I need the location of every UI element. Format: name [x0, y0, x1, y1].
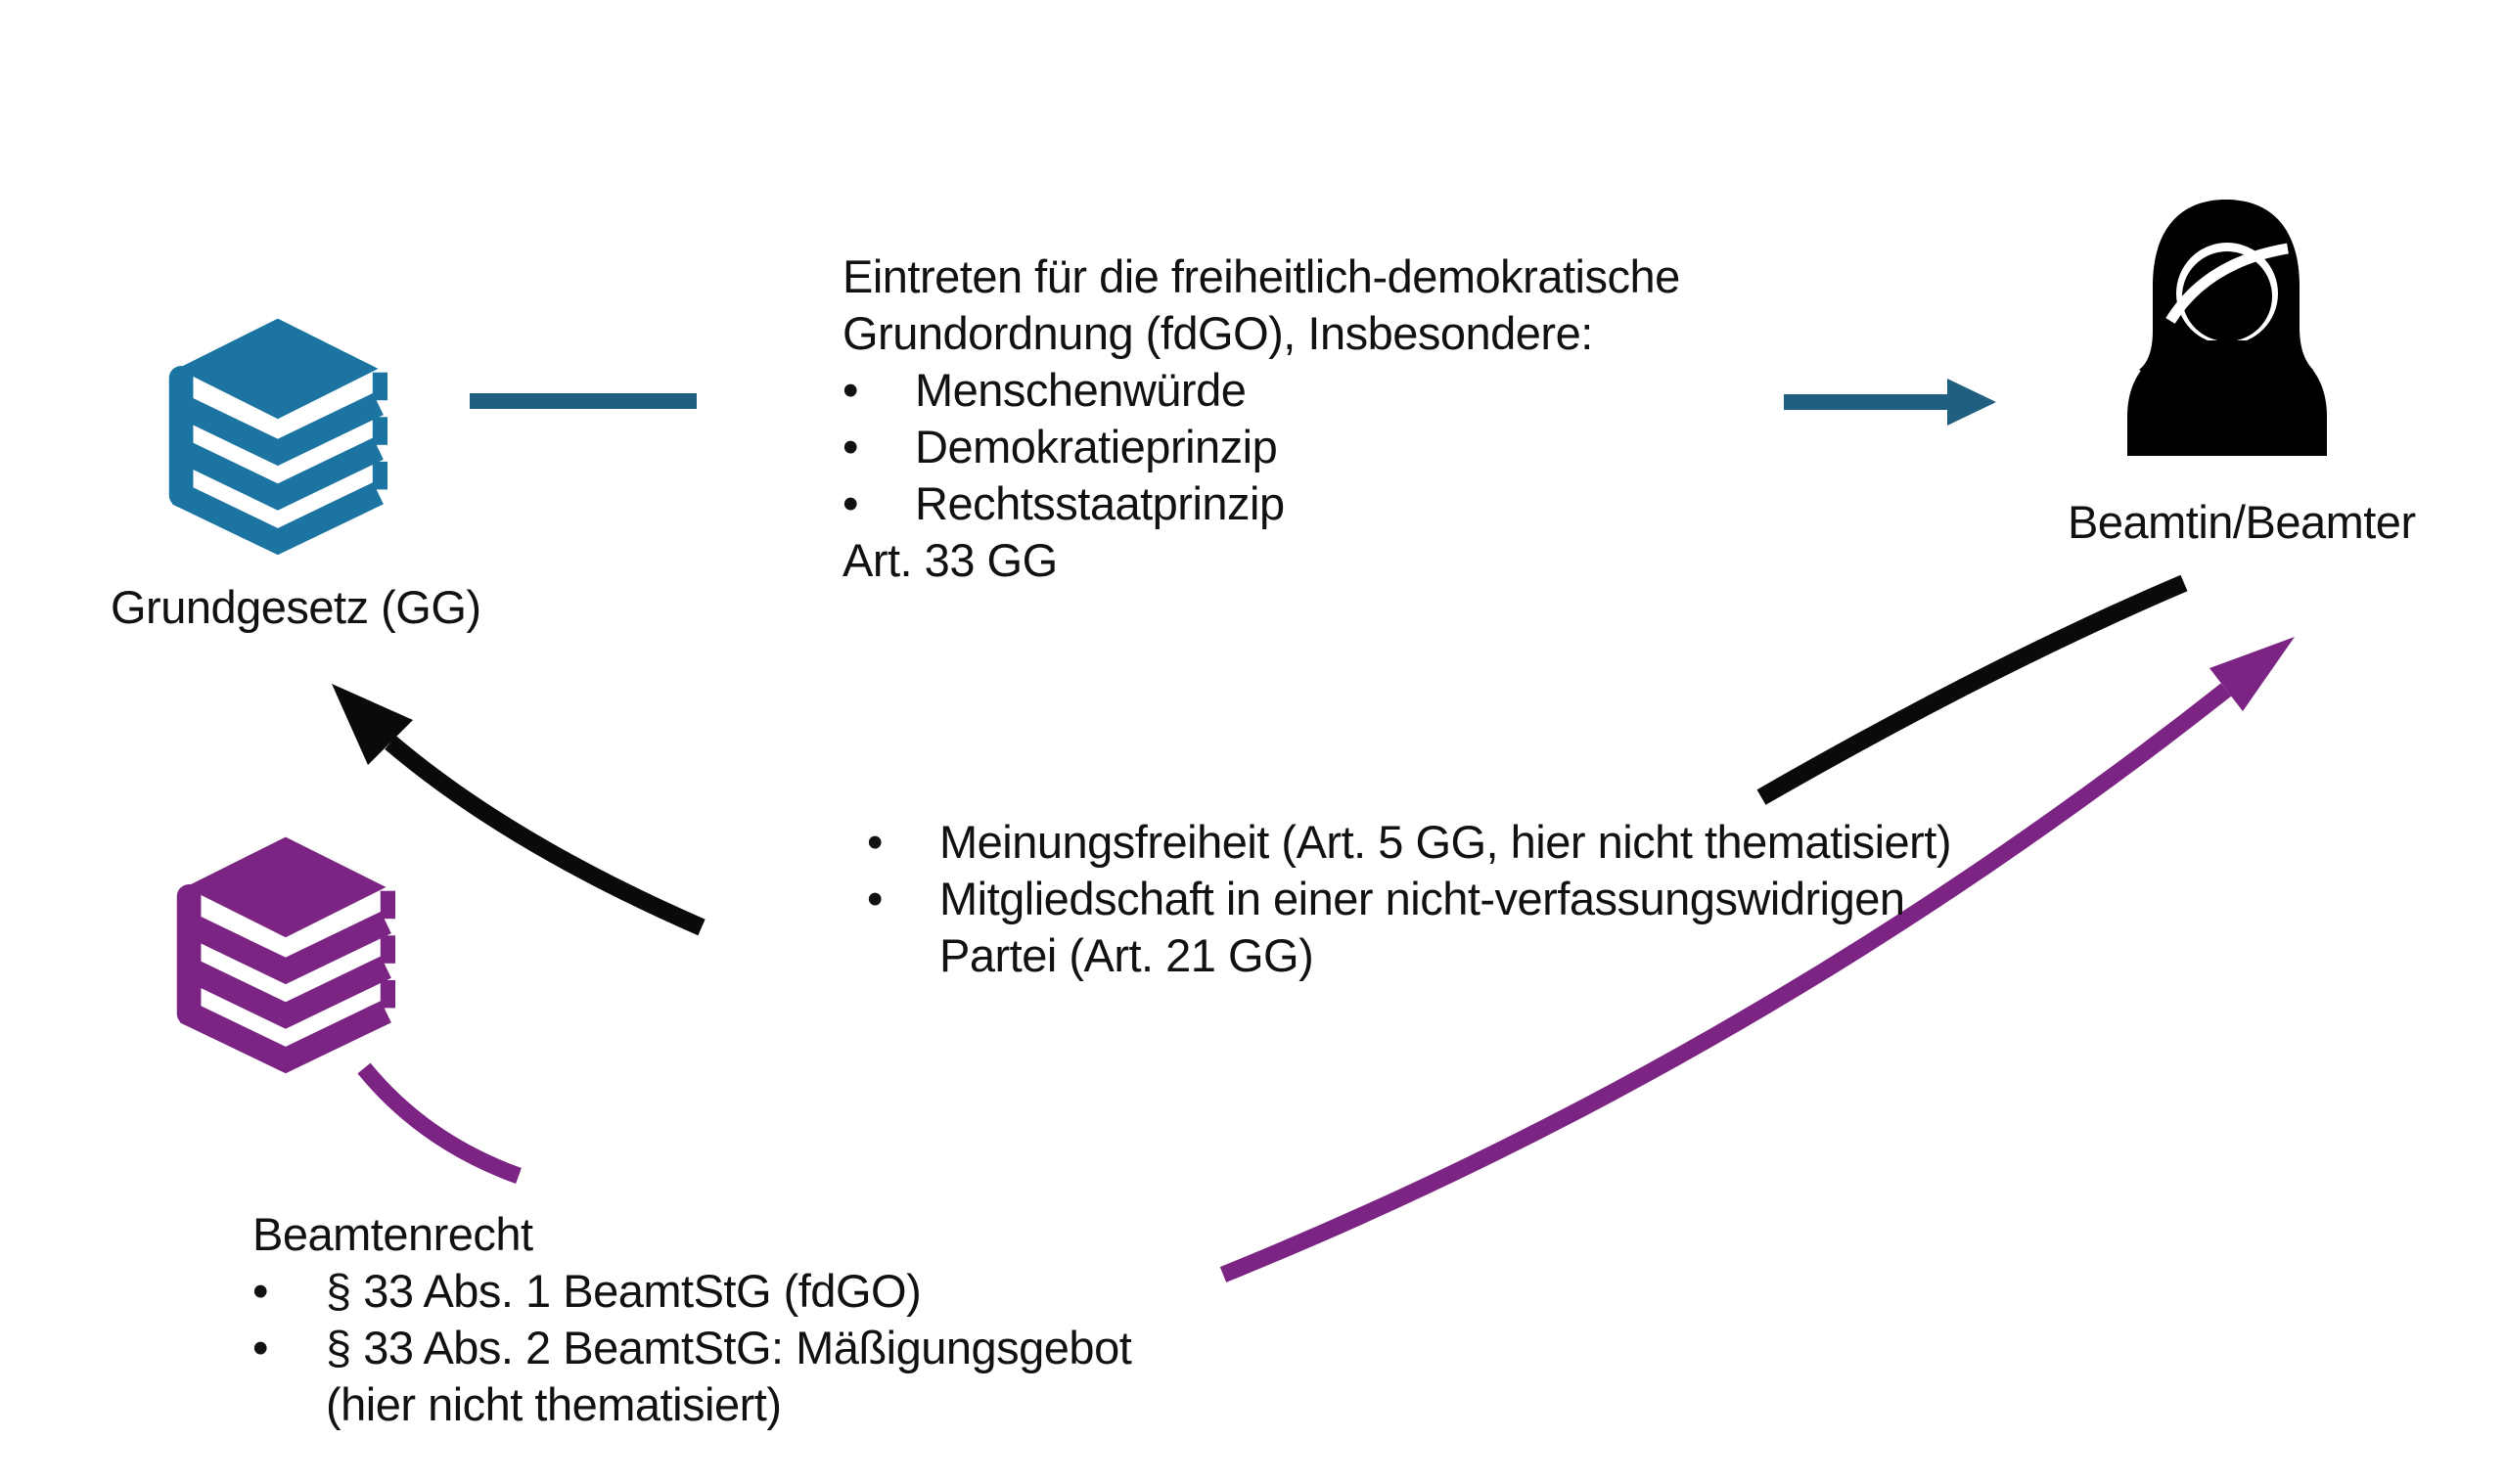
- fdgo-bullet-row: • Demokratieprinzip: [843, 419, 1680, 475]
- beamter-label: Beamtin/Beamter: [2068, 496, 2416, 548]
- fdgo-bullet-3: Rechtsstaatprinzip: [915, 477, 1285, 529]
- basic-rights-bullet-1: Meinungsfreiheit (Art. 5 GG, hier nicht …: [939, 816, 1952, 868]
- fdgo-text-block: Eintreten für die freiheitlich-demokrati…: [843, 248, 1680, 589]
- beamtenrecht-books-icon: [176, 836, 395, 1074]
- purple-arrow-to-beamter: [1219, 637, 2295, 1282]
- beamtenrecht-title: Beamtenrecht: [252, 1208, 533, 1260]
- fdgo-bullet-row: • Rechtsstaatprinzip: [843, 475, 1680, 532]
- person-icon: [2127, 200, 2327, 456]
- purple-arc-from-beamtenrecht: [357, 1062, 522, 1184]
- fdgo-footer: Art. 33 GG: [843, 534, 1058, 586]
- basic-rights-bullet-2-line-2: Partei (Art. 21 GG): [939, 929, 1314, 981]
- teal-connector-line: [470, 393, 697, 409]
- bullet-marker: •: [843, 364, 858, 416]
- black-line-to-beamter: [1756, 574, 2188, 805]
- fdgo-bullet-2: Demokratieprinzip: [915, 421, 1278, 472]
- basic-rights-bullet-row: • Mitgliedschaft in einer nicht-verfassu…: [867, 871, 1951, 927]
- bullet-marker: •: [252, 1322, 268, 1373]
- beamtenrecht-bullet-2-line-1: § 33 Abs. 2 BeamtStG: Mäßigungsgebot: [326, 1322, 1132, 1373]
- fdgo-line-2: Grundordnung (fdGO), Insbesondere:: [843, 307, 1593, 359]
- grundgesetz-label: Grundgesetz (GG): [111, 581, 481, 633]
- beamtenrecht-bullet-2-line-2: (hier nicht thematisiert): [326, 1378, 782, 1430]
- bullet-marker: •: [843, 477, 858, 529]
- bullet-marker: •: [867, 816, 883, 868]
- beamtenrecht-bullet-row: • § 33 Abs. 1 BeamtStG (fdGO): [252, 1263, 1131, 1320]
- basic-rights-bullet-row: • Meinungsfreiheit (Art. 5 GG, hier nich…: [867, 814, 1952, 871]
- basic-rights-text-block: • Meinungsfreiheit (Art. 5 GG, hier nich…: [867, 814, 1952, 984]
- fdgo-line-1: Eintreten für die freiheitlich-demokrati…: [843, 250, 1680, 302]
- basic-rights-bullet-2-line-1: Mitgliedschaft in einer nicht-verfassung…: [939, 873, 1905, 924]
- beamtenrecht-bullet-row: • § 33 Abs. 2 BeamtStG: Mäßigungsgebot: [252, 1320, 1132, 1376]
- beamtenrecht-text-block: Beamtenrecht • § 33 Abs. 1 BeamtStG (fdG…: [252, 1206, 1132, 1433]
- bullet-marker: •: [843, 421, 858, 472]
- grundgesetz-books-icon: [168, 318, 387, 556]
- beamtenrecht-bullet-1: § 33 Abs. 1 BeamtStG (fdGO): [326, 1265, 922, 1317]
- bullet-marker: •: [252, 1265, 268, 1317]
- black-arrow-to-grundgesetz: [332, 684, 706, 936]
- teal-arrow: [1784, 379, 1996, 426]
- bullet-marker: •: [867, 873, 883, 924]
- fdgo-bullet-row: • Menschenwürde: [843, 362, 1680, 419]
- fdgo-bullet-1: Menschenwürde: [915, 364, 1247, 416]
